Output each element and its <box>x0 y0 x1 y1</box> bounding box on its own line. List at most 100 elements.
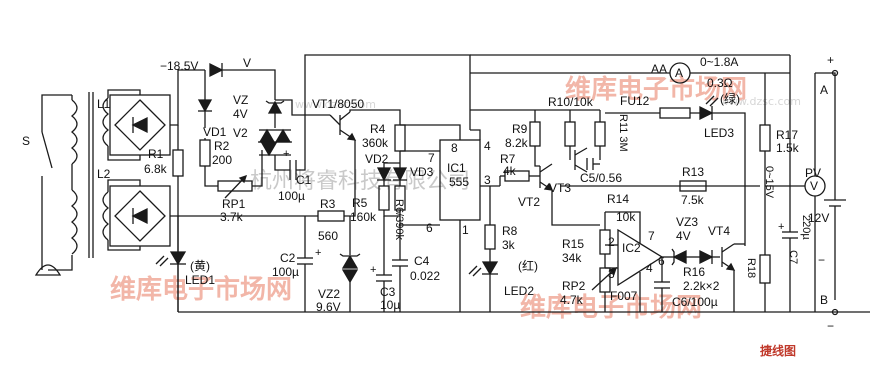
r4-value: 360k <box>362 136 389 150</box>
zener-vz <box>265 100 285 114</box>
capacitor-c2 <box>297 257 313 265</box>
vt4-label: VT4 <box>708 224 730 238</box>
l2-label: L2 <box>97 167 111 181</box>
vd1-label: VD1 <box>203 125 227 139</box>
resistor-r8 <box>484 224 496 250</box>
r13-label: R13 <box>682 165 704 179</box>
ic1-pin3: 3 <box>484 173 491 187</box>
transistor-vt1 <box>329 111 357 141</box>
r15-value: 34k <box>562 251 582 265</box>
voltmeter-symbol: V <box>810 179 818 193</box>
r3-value: 560 <box>318 229 338 243</box>
r2-label: R2 <box>214 139 230 153</box>
r6-label: R6/390k <box>393 199 405 240</box>
r8-label: R8 <box>502 224 518 238</box>
ic1-part: 555 <box>449 175 469 189</box>
resistor-r2 <box>199 139 211 167</box>
r1-label: R1 <box>148 147 164 161</box>
r11-label: R11 3M <box>617 114 629 152</box>
led1-icon <box>155 251 187 312</box>
led3-icon <box>699 95 719 121</box>
r2-value: 200 <box>212 153 232 167</box>
vd3-label: VD3 <box>410 165 434 179</box>
zener-vz2 <box>339 253 361 284</box>
capacitor-c4 <box>392 259 408 267</box>
battery-label: 12V <box>808 211 829 225</box>
led3-label: LED3 <box>704 126 734 140</box>
resistor-r17 <box>759 124 771 152</box>
c5-label: C5/0.56 <box>580 171 622 185</box>
r14-value: 10k <box>616 210 636 224</box>
diode-vd1 <box>197 99 213 113</box>
ic2-pin7: 7 <box>648 229 655 243</box>
watermark-url-1: www.dzsc.com <box>295 98 376 111</box>
watermark-layer: 维库电子市场网 维库电子市场网 维库电子市场网 杭州将睿科技有限公司 www.d… <box>110 74 801 323</box>
vt1-label: VT1/8050 <box>312 97 364 111</box>
vz-label: VZ <box>233 93 248 107</box>
vz2-label: VZ2 <box>318 287 340 301</box>
r18-label: R18 <box>745 258 757 278</box>
vt2-label: VT2 <box>518 195 540 209</box>
term-b: B <box>820 293 828 307</box>
r7-label: R7 <box>500 152 516 166</box>
r17-label: R17 <box>776 128 798 142</box>
terminal-bottom <box>831 308 839 316</box>
rp2-value: 4.7k <box>560 293 584 307</box>
c1-value: 100µ <box>278 189 305 203</box>
r3-label: R3 <box>320 197 336 211</box>
plus-top: + <box>827 53 834 67</box>
r5-label: R5 <box>352 196 368 210</box>
led3-color: (绿) <box>720 91 740 106</box>
vz-value: 4V <box>233 107 248 121</box>
capacitor-c6 <box>654 281 670 289</box>
aa-label: AA <box>651 62 667 76</box>
led2-color: (红) <box>518 258 538 273</box>
watermark-brand-left: 维库电子市场网 <box>110 274 292 305</box>
c2-plus: + <box>315 247 321 259</box>
shunt-label: 0.3Ω <box>707 76 733 90</box>
zener-vz3 <box>671 248 687 266</box>
thyristor-v2 <box>258 128 292 157</box>
transformer-primary-upper <box>70 99 78 165</box>
r17-value: 1.5k <box>776 141 800 155</box>
ic2-part: F007 <box>610 289 638 303</box>
c4-label: C4 <box>414 254 430 268</box>
r9-label: R9 <box>512 122 528 136</box>
diode-v <box>209 62 224 78</box>
transformer-primary-lower <box>70 189 78 255</box>
switch-label: S <box>22 134 30 148</box>
c6-label: C6/100µ <box>672 295 718 309</box>
rp1-label: RP1 <box>222 197 246 211</box>
fu-label: FU12 <box>620 94 650 108</box>
ic2-pin3: 3 <box>608 267 615 281</box>
minus-bottom: − <box>827 319 834 333</box>
diode-vt4 <box>699 249 714 265</box>
l1-label: L1 <box>97 97 111 111</box>
resistor-r10 <box>564 121 576 147</box>
r15-label: R15 <box>562 237 584 251</box>
capacitor-c3 <box>376 274 392 282</box>
diode-v-label: V <box>243 56 251 70</box>
fuse-fu12 <box>659 107 691 119</box>
c4-value: 0.022 <box>410 269 440 283</box>
site-logo: 捷线图 <box>760 343 796 358</box>
ic2-pin4: 4 <box>646 261 653 275</box>
c2-value: 100µ <box>272 265 299 279</box>
r7-value: 4k <box>503 164 517 178</box>
ic1-pin8: 8 <box>451 141 458 155</box>
resistor-r18 <box>759 254 771 284</box>
r14-label: R14 <box>607 192 629 206</box>
transistor-vt3 <box>539 163 554 191</box>
capacitor-c5 <box>586 158 594 170</box>
ic1-pin4: 4 <box>484 139 491 153</box>
vd2-label: VD2 <box>365 152 389 166</box>
r13-value: 7.5k <box>681 193 705 207</box>
v2-label: V2 <box>233 126 248 140</box>
led2-icon <box>468 261 499 277</box>
led1-color: (黄) <box>190 259 210 273</box>
r8-value: 3k <box>502 238 516 252</box>
ammeter-range: 0~1.8A <box>700 55 738 69</box>
ammeter-symbol: A <box>675 66 683 80</box>
term-a: A <box>820 83 828 97</box>
